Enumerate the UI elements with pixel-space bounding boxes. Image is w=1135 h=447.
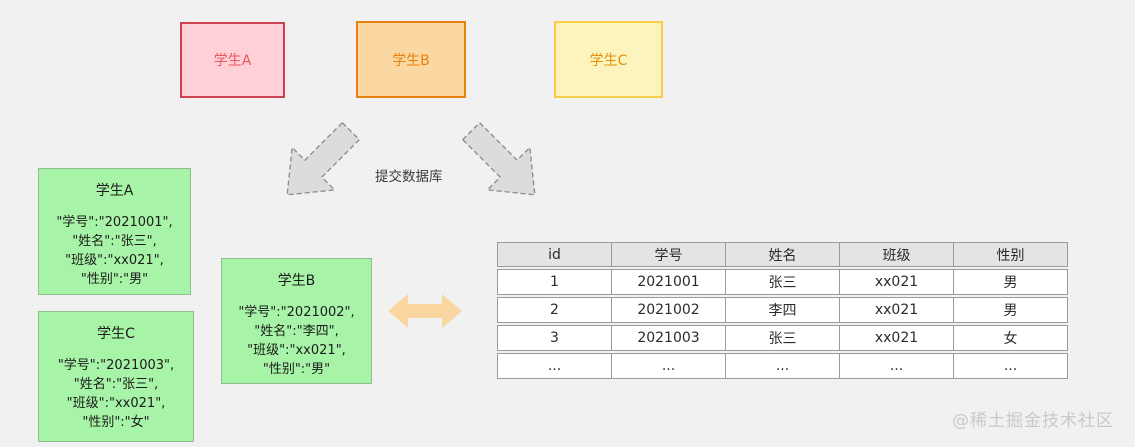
json-line: "班级":"xx021", bbox=[66, 396, 166, 411]
table-header-cell: 性别 bbox=[953, 242, 1068, 267]
json-line: "姓名":"李四", bbox=[254, 324, 339, 339]
json-card-title: 学生A bbox=[95, 183, 134, 199]
json-card-student-a: 学生A "学号":"2021001", "姓名":"张三", "班级":"xx0… bbox=[38, 168, 191, 295]
flow-label: 提交数据库 bbox=[375, 169, 443, 185]
watermark: @稀土掘金技术社区 bbox=[952, 411, 1114, 431]
json-line: "班级":"xx021", bbox=[247, 343, 346, 358]
table-cell: 3 bbox=[497, 325, 612, 351]
json-line: "性别":"男" bbox=[262, 362, 331, 377]
table-header-cell: 班级 bbox=[839, 242, 954, 267]
json-line: "学号":"2021003", bbox=[57, 358, 175, 373]
table-cell: 张三 bbox=[725, 269, 840, 295]
table-cell: 男 bbox=[953, 269, 1068, 295]
table-cell: ... bbox=[497, 353, 612, 379]
table-cell: xx021 bbox=[839, 269, 954, 295]
node-student-a-label: 学生A bbox=[213, 53, 252, 69]
table-cell: 李四 bbox=[725, 297, 840, 323]
json-line: "性别":"男" bbox=[80, 272, 149, 287]
table-row: ... ... ... ... ... bbox=[497, 353, 1068, 379]
node-student-c: 学生C bbox=[554, 21, 663, 98]
double-headed-arrow-icon bbox=[388, 294, 462, 328]
table-cell: 张三 bbox=[725, 325, 840, 351]
table-cell: 2021002 bbox=[611, 297, 726, 323]
json-card-student-c: 学生C "学号":"2021003", "姓名":"张三", "班级":"xx0… bbox=[38, 311, 194, 442]
arrow-down-left-icon bbox=[286, 121, 361, 196]
table-cell: xx021 bbox=[839, 297, 954, 323]
table-cell: 1 bbox=[497, 269, 612, 295]
json-card-body: "学号":"2021002", "姓名":"李四", "班级":"xx021",… bbox=[222, 303, 371, 379]
json-line: "学号":"2021002", bbox=[238, 305, 355, 320]
json-card-title: 学生C bbox=[97, 326, 135, 342]
table-header-cell: id bbox=[497, 242, 612, 267]
table-cell: ... bbox=[725, 353, 840, 379]
arrow-down-right-icon bbox=[461, 121, 536, 196]
table-header-cell: 姓名 bbox=[725, 242, 840, 267]
node-student-b-label: 学生B bbox=[392, 52, 430, 69]
json-card-body: "学号":"2021003", "姓名":"张三", "班级":"xx021",… bbox=[39, 356, 193, 432]
table-cell: 男 bbox=[953, 297, 1068, 323]
table-row: 3 2021003 张三 xx021 女 bbox=[497, 325, 1068, 351]
database-table: id 学号 姓名 班级 性别 1 2021001 张三 xx021 男 2 20… bbox=[497, 242, 1068, 379]
node-student-c-label: 学生C bbox=[589, 52, 628, 69]
table-header-row: id 学号 姓名 班级 性别 bbox=[497, 242, 1068, 267]
table-cell: xx021 bbox=[839, 325, 954, 351]
table-cell: 女 bbox=[953, 325, 1068, 351]
table-header-cell: 学号 bbox=[611, 242, 726, 267]
table-cell: ... bbox=[839, 353, 954, 379]
json-line: "学号":"2021001", bbox=[56, 215, 173, 230]
json-card-body: "学号":"2021001", "姓名":"张三", "班级":"xx021",… bbox=[39, 213, 190, 289]
json-line: "姓名":"张三", bbox=[72, 234, 157, 249]
node-student-b: 学生B bbox=[356, 21, 466, 98]
json-line: "性别":"女" bbox=[82, 415, 150, 430]
table-cell: 2 bbox=[497, 297, 612, 323]
node-student-a: 学生A bbox=[180, 22, 285, 98]
table-cell: ... bbox=[611, 353, 726, 379]
json-card-title: 学生B bbox=[277, 273, 316, 289]
table-row: 1 2021001 张三 xx021 男 bbox=[497, 269, 1068, 295]
table-cell: 2021003 bbox=[611, 325, 726, 351]
json-card-student-b: 学生B "学号":"2021002", "姓名":"李四", "班级":"xx0… bbox=[221, 258, 372, 384]
table-cell: ... bbox=[953, 353, 1068, 379]
json-line: "姓名":"张三", bbox=[73, 377, 159, 392]
table-cell: 2021001 bbox=[611, 269, 726, 295]
json-line: "班级":"xx021", bbox=[65, 253, 164, 268]
table-row: 2 2021002 李四 xx021 男 bbox=[497, 297, 1068, 323]
